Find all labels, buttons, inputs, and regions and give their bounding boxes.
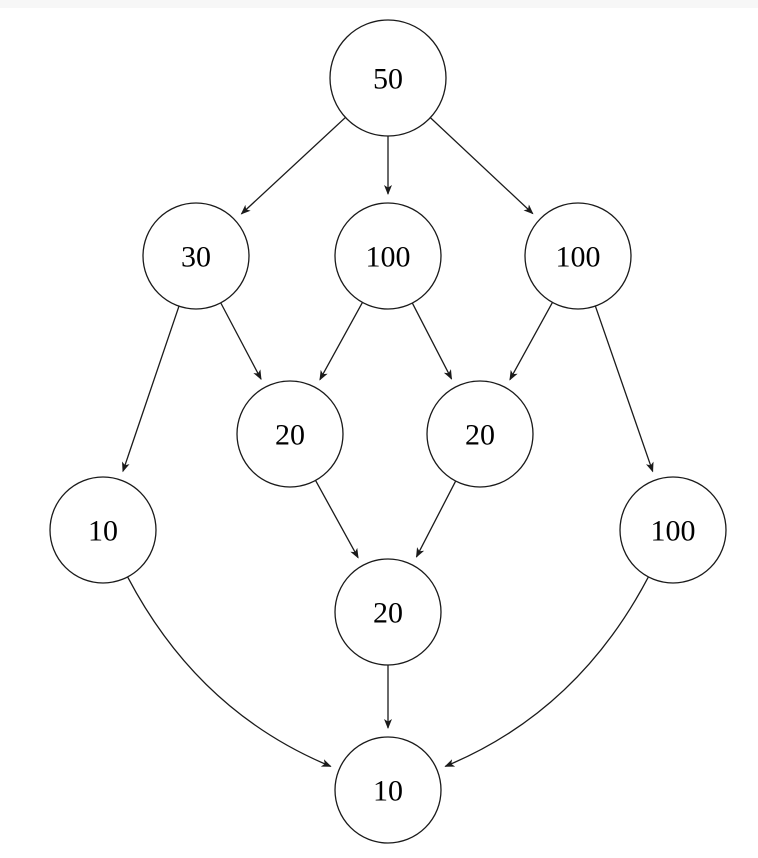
graph-node[interactable]: 30: [142, 202, 250, 310]
edge-20-to-20: [314, 480, 359, 559]
graph-node[interactable]: 100: [619, 476, 727, 584]
edge-50-to-100: [429, 117, 534, 215]
edge-50-to-30: [240, 116, 346, 215]
edge-100-to-10: [444, 576, 649, 767]
graph-node[interactable]: 100: [334, 202, 442, 310]
top-strip: [0, 0, 758, 8]
node-circle: [426, 380, 534, 488]
graph-node[interactable]: 10: [49, 476, 157, 584]
node-circle: [334, 558, 442, 666]
node-label: 100: [651, 515, 696, 548]
graph-node[interactable]: 20: [236, 380, 344, 488]
edge-layer: [122, 116, 654, 767]
edge-10-to-10: [127, 576, 332, 767]
graph-node[interactable]: 100: [524, 202, 632, 310]
graph-node[interactable]: 20: [426, 380, 534, 488]
node-circle: [524, 202, 632, 310]
node-circle: [619, 476, 727, 584]
node-layer: 50 30 100 100 20 20 10 100 20 10: [49, 19, 727, 844]
node-circle: [236, 380, 344, 488]
graph-node[interactable]: 10: [334, 736, 442, 844]
edge-100-to-100: [594, 305, 654, 473]
edge-30-to-10: [122, 305, 180, 473]
node-circle: [334, 736, 442, 844]
edge-100-to-20: [319, 302, 364, 381]
node-label: 100: [366, 241, 411, 274]
graph-node[interactable]: 20: [334, 558, 442, 666]
node-label: 30: [181, 241, 211, 274]
node-circle: [329, 19, 447, 137]
node-circle: [49, 476, 157, 584]
edge-100-to-20: [411, 302, 453, 380]
node-label: 20: [465, 419, 495, 452]
node-circle: [142, 202, 250, 310]
node-label: 50: [373, 63, 403, 96]
node-label: 20: [373, 597, 403, 630]
node-label: 10: [88, 515, 118, 548]
graph-node[interactable]: 50: [329, 19, 447, 137]
node-label: 20: [275, 419, 305, 452]
edge-100-to-20: [509, 302, 554, 381]
node-label: 10: [373, 775, 403, 808]
node-circle: [334, 202, 442, 310]
edge-30-to-20: [220, 302, 262, 381]
edge-20-to-20: [415, 480, 457, 558]
node-label: 100: [556, 241, 601, 274]
